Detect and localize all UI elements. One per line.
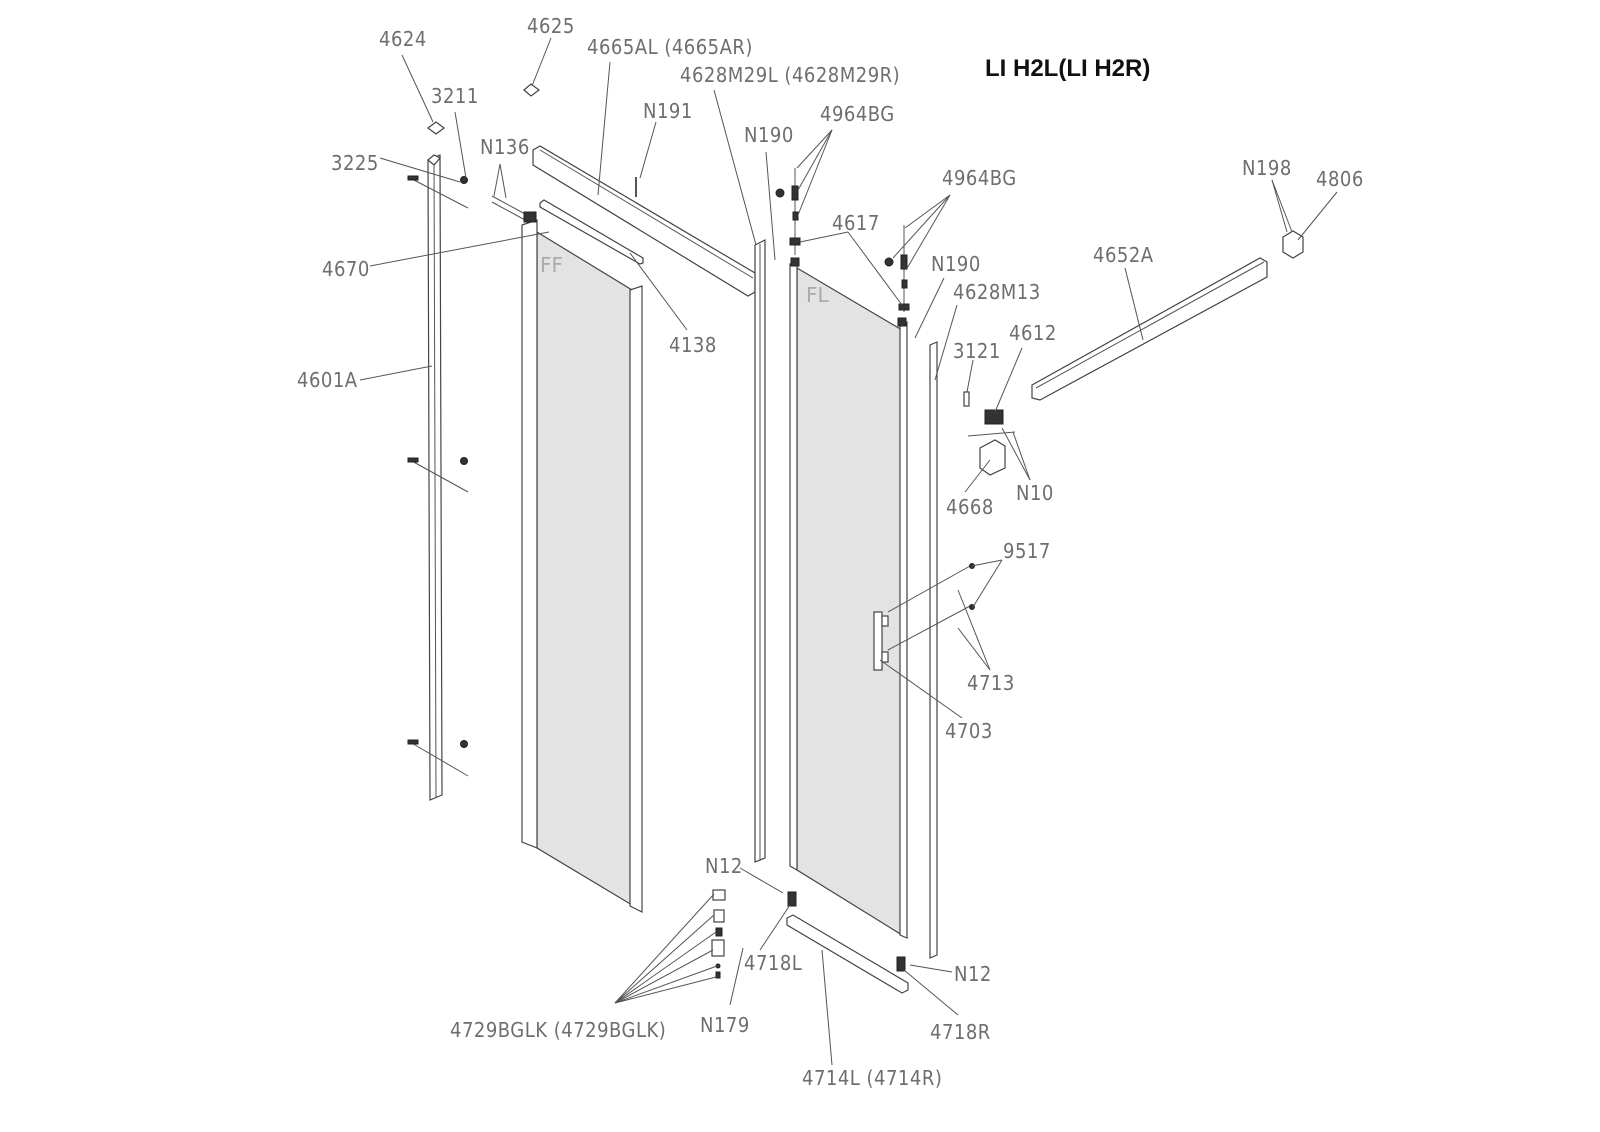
panel-FL: FL bbox=[789, 257, 908, 939]
part-4138-strip bbox=[539, 199, 644, 265]
label-N12: N12 bbox=[705, 854, 743, 878]
label-3121: 3121 bbox=[953, 339, 1001, 363]
part-4729BGLK-stack bbox=[711, 889, 726, 979]
label-3211: 3211 bbox=[431, 84, 479, 108]
label-4729BGLK: 4729BGLK (4729BGLK) bbox=[450, 1018, 666, 1042]
label-4652A: 4652A bbox=[1093, 243, 1154, 267]
part-4806-block bbox=[1282, 230, 1304, 259]
label-N190-2: N190 bbox=[931, 252, 981, 276]
part-4718L-guide bbox=[787, 891, 797, 907]
part-4624-cap bbox=[427, 121, 445, 135]
label-4625: 4625 bbox=[527, 14, 575, 38]
label-4628M29L: 4628M29L (4628M29R) bbox=[680, 63, 900, 87]
label-3225: 3225 bbox=[331, 151, 379, 175]
part-4601A-post bbox=[427, 154, 443, 801]
label-4713: 4713 bbox=[967, 671, 1015, 695]
label-4703: 4703 bbox=[945, 719, 993, 743]
label-4617: 4617 bbox=[832, 211, 880, 235]
part-4964BG-stack-b bbox=[884, 225, 910, 312]
part-4718R-guide bbox=[896, 956, 906, 972]
part-4652A-rail bbox=[1031, 257, 1268, 401]
part-4964BG-stack-a bbox=[775, 168, 801, 255]
label-4668: 4668 bbox=[946, 495, 994, 519]
label-4138: 4138 bbox=[669, 333, 717, 357]
panel-FF: FF bbox=[521, 211, 643, 913]
part-4714L-bottom-rail bbox=[786, 914, 909, 994]
part-4612-connector bbox=[984, 409, 1004, 425]
part-4628M13-profile bbox=[929, 341, 938, 959]
label-4714L: 4714L (4714R) bbox=[802, 1066, 942, 1090]
panel-mark-fl: FL bbox=[806, 283, 830, 307]
label-N191: N191 bbox=[643, 99, 693, 123]
label-N179: N179 bbox=[700, 1013, 750, 1037]
label-N10: N10 bbox=[1016, 481, 1054, 505]
panel-mark-ff: FF bbox=[540, 253, 563, 277]
label-4612: 4612 bbox=[1009, 321, 1057, 345]
part-4668-corner bbox=[979, 439, 1006, 476]
label-N190: N190 bbox=[744, 123, 794, 147]
part-3121 bbox=[963, 391, 970, 407]
part-4703-handle bbox=[873, 563, 975, 671]
part-4625-cap bbox=[523, 83, 540, 97]
label-4806: 4806 bbox=[1316, 167, 1364, 191]
label-4964BG: 4964BG bbox=[820, 102, 895, 126]
label-4964BG-2: 4964BG bbox=[942, 166, 1017, 190]
label-4718L: 4718L bbox=[744, 951, 802, 975]
label-4628M13: 4628M13 bbox=[953, 280, 1041, 304]
post-screws bbox=[407, 175, 469, 777]
label-4670: 4670 bbox=[322, 257, 370, 281]
label-4624: 4624 bbox=[379, 27, 427, 51]
label-N198: N198 bbox=[1242, 156, 1292, 180]
part-labels: 4624 4625 4665AL (4665AR) 4628M29L (4628… bbox=[297, 14, 1364, 1090]
label-4718R: 4718R bbox=[930, 1020, 991, 1044]
leader-lines bbox=[359, 37, 1338, 1066]
part-N136-pins bbox=[491, 195, 526, 215]
label-N12-2: N12 bbox=[954, 962, 992, 986]
label-N136: N136 bbox=[480, 135, 530, 159]
label-4665AL: 4665AL (4665AR) bbox=[587, 35, 753, 59]
diagram-title: LI H2L(LI H2R) bbox=[985, 55, 1150, 82]
label-9517: 9517 bbox=[1003, 539, 1051, 563]
label-4601A: 4601A bbox=[297, 368, 358, 392]
